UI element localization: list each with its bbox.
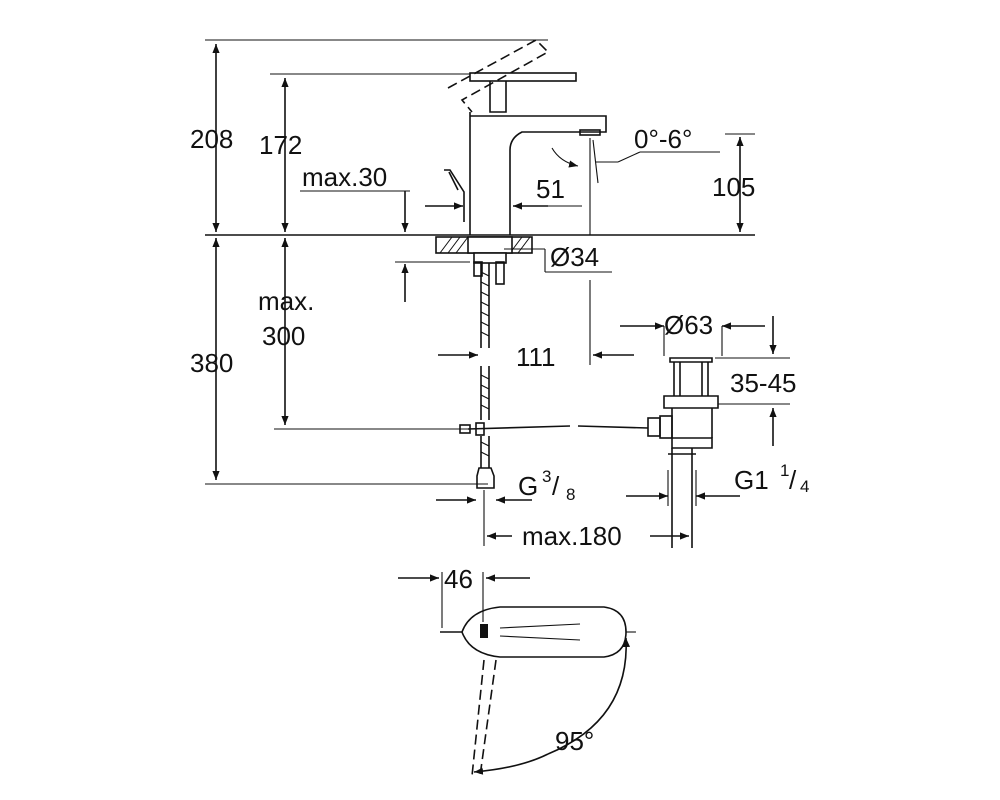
dim-d63-label: Ø63 — [664, 310, 713, 340]
dim-380-label: 380 — [190, 348, 233, 378]
dimension-208: 208 — [190, 39, 548, 232]
dimension-angle: 0°-6° — [551, 124, 720, 184]
popup-rod — [459, 422, 649, 436]
dimension-95: 95° — [473, 637, 631, 775]
dim-g1-label: G1 — [734, 465, 769, 495]
dimension-max180: max.180 — [483, 490, 689, 551]
dimension-172: 172 — [259, 73, 470, 232]
dim-g1-slash: / — [789, 465, 797, 495]
dim-d34-label: Ø34 — [550, 242, 599, 272]
dimension-g38: G 3 / 8 — [436, 467, 575, 504]
dim-max180-label: max.180 — [522, 521, 622, 551]
dim-208-label: 208 — [190, 124, 233, 154]
dimension-46: 46 — [398, 564, 530, 628]
dim-max30-label: max.30 — [302, 162, 387, 192]
faucet-body — [444, 39, 607, 235]
dim-46-label: 46 — [444, 564, 473, 594]
dimension-d63: Ø63 — [620, 310, 765, 356]
dim-300-label: 300 — [262, 321, 305, 351]
dimension-51: 51 — [425, 174, 582, 210]
dimension-105: 105 — [712, 133, 755, 232]
dimension-35-45: 35-45 — [715, 316, 797, 446]
waste-assembly — [647, 357, 719, 548]
dim-g1-den: 4 — [800, 477, 809, 496]
top-view — [440, 606, 636, 777]
dim-g-slash: / — [552, 471, 560, 501]
dim-172-label: 172 — [259, 130, 302, 160]
dim-g-num: 3 — [542, 467, 551, 486]
dimension-max30: max.30 — [300, 162, 470, 302]
dim-g1-num: 1 — [780, 461, 789, 480]
dim-105-label: 105 — [712, 172, 755, 202]
dim-51-label: 51 — [536, 174, 565, 204]
dimension-g114: G1 1 / 4 — [626, 461, 809, 506]
counter-section — [435, 236, 533, 285]
dim-angle-label: 0°-6° — [634, 124, 692, 154]
dim-g-den: 8 — [566, 485, 575, 504]
dimension-380: 380 — [190, 238, 488, 485]
dimension-111: 111 — [438, 280, 634, 372]
dim-max-label: max. — [258, 286, 314, 316]
dim-111-label: 111 — [516, 342, 556, 372]
dimension-d34: Ø34 — [504, 242, 612, 273]
dim-95-label: 95° — [555, 726, 594, 756]
dim-35-45-label: 35-45 — [730, 368, 797, 398]
dimension-max300: max. 300 — [258, 238, 470, 430]
dim-g-label: G — [518, 471, 538, 501]
flex-hose — [476, 263, 495, 489]
